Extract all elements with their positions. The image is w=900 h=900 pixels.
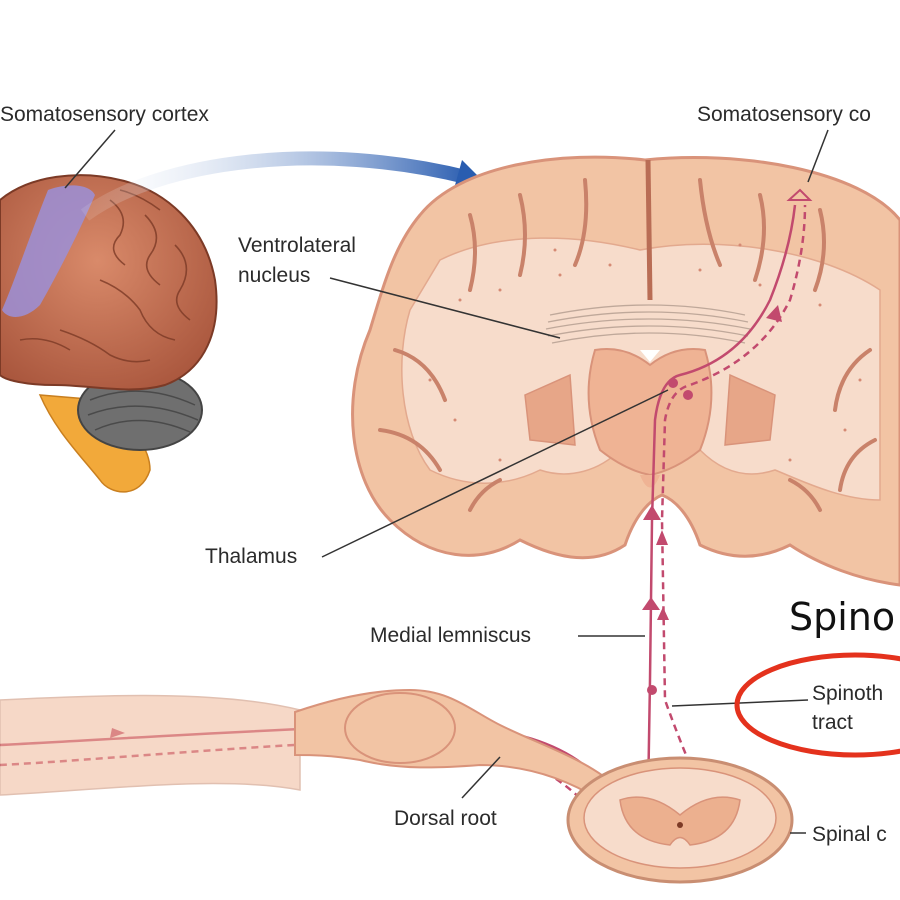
label-spinothalamic-line1: Spinoth (812, 682, 883, 705)
somatosensory-cortex-highlight (2, 185, 95, 317)
medial-lemniscus-path (646, 204, 797, 801)
label-ventrolateral-line2: nucleus (238, 264, 310, 287)
lateral-brain-illustration (0, 174, 218, 493)
spinal-cord-section (566, 756, 794, 884)
spinothalamic-path (660, 204, 807, 831)
highlight-circle (734, 652, 900, 758)
label-medial-lemniscus: Medial lemniscus (370, 624, 531, 647)
thalamus-region (587, 348, 713, 477)
label-thalamus: Thalamus (205, 545, 297, 568)
overlay-title: Spino (789, 595, 895, 639)
transition-arrow (80, 151, 472, 221)
label-spinothalamic-line2: tract (812, 711, 853, 734)
label-spinal-cord: Spinal c (812, 823, 887, 846)
peripheral-nerve (0, 688, 622, 802)
label-ventrolateral-line1: Ventrolateral (238, 234, 356, 257)
dorsal-root-ganglion (344, 692, 456, 764)
label-somatosensory-cortex-left: Somatosensory cortex (0, 103, 209, 126)
coronal-brain-section (351, 155, 900, 587)
label-dorsal-root: Dorsal root (394, 807, 497, 830)
label-somatosensory-cortex-right: Somatosensory co (697, 103, 871, 126)
